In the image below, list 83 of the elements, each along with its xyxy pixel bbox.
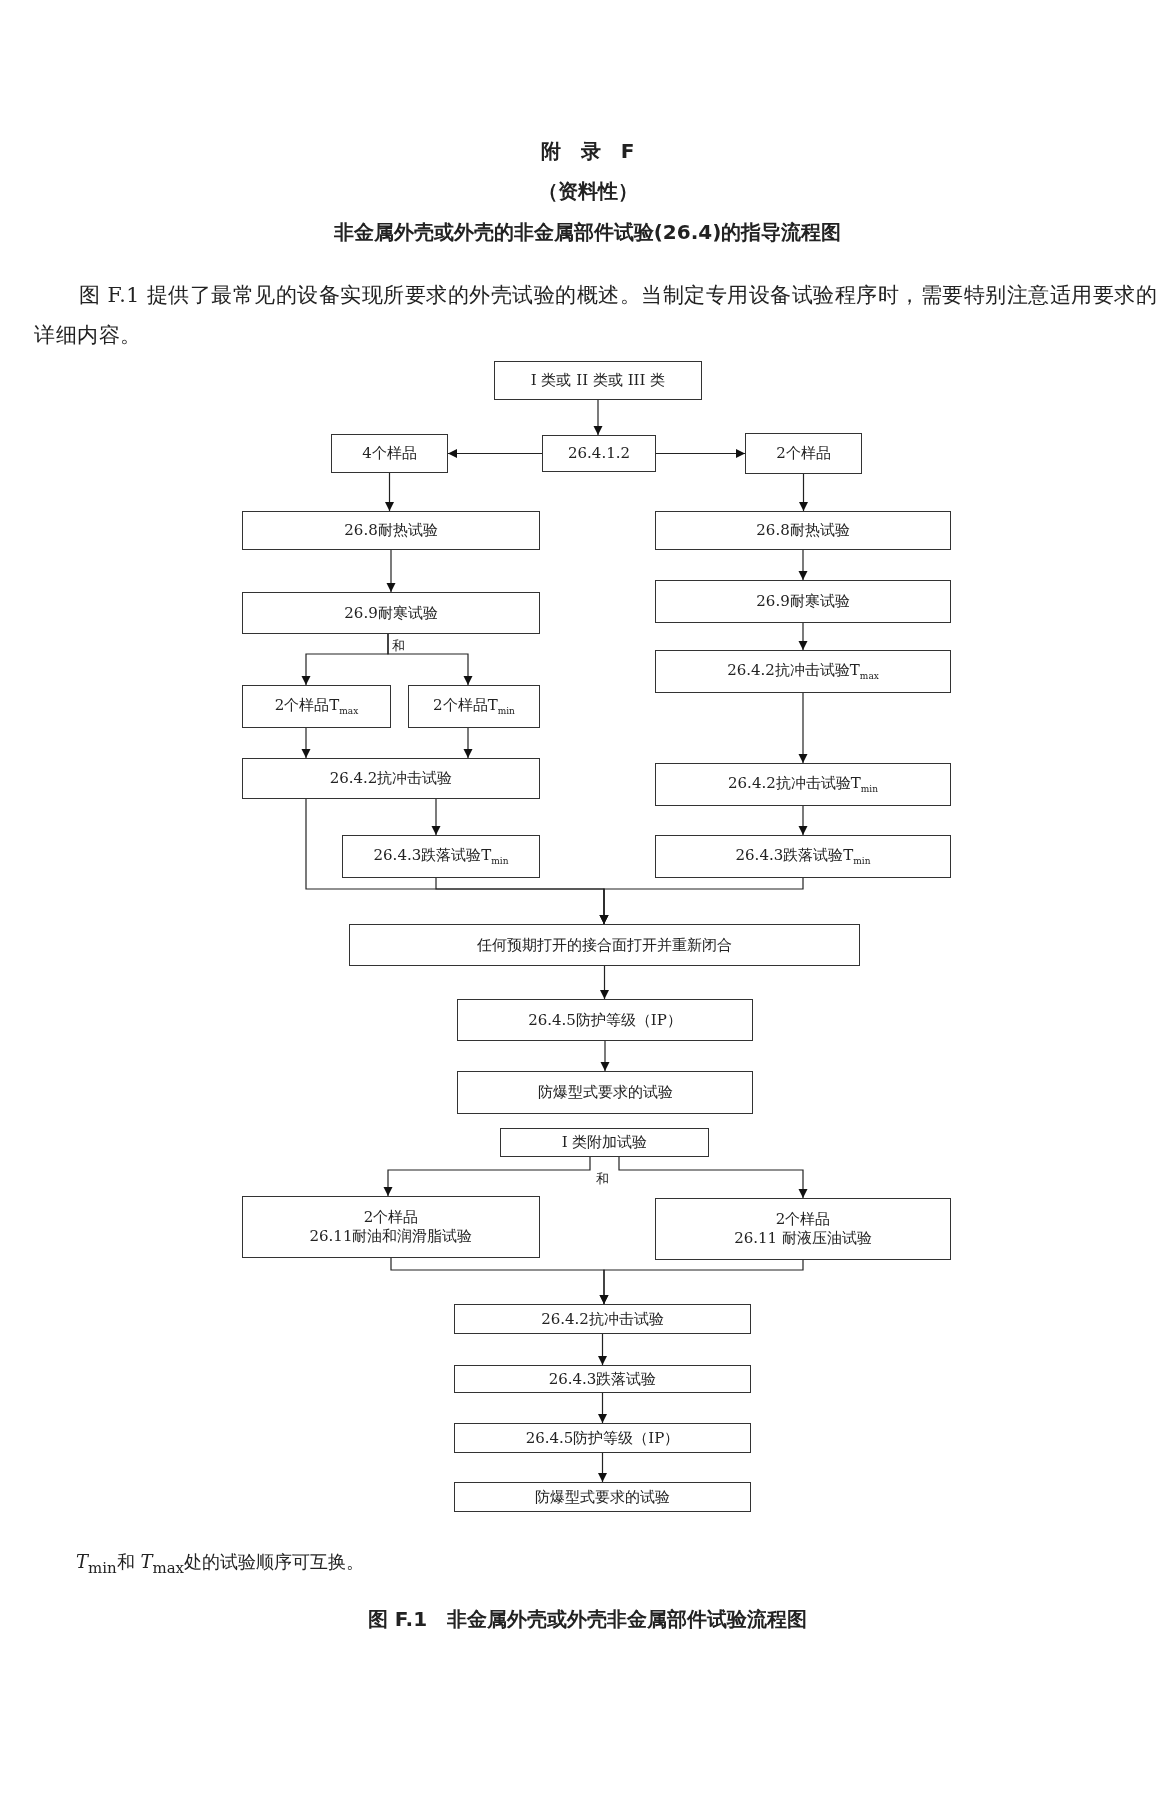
box-label: 26.11 耐液压油试验 [734,1229,872,1248]
arrow [600,965,609,1000]
arrow [798,692,808,764]
arrow [598,1392,607,1424]
appendix-type: （资料性） [536,178,639,205]
box-label: 2个样品 [363,1208,419,1227]
process-box [454,1482,751,1512]
box-label: 26.4.5防护等级（IP） [525,1428,680,1448]
process-box [494,361,702,400]
box-label: 4个样品 [362,444,417,463]
box-label: 26.4.2抗冲击试验 [541,1309,664,1329]
arrow [387,633,473,686]
and-label: 和 [392,637,406,655]
process-box [655,511,951,550]
process-box [454,1423,751,1453]
process-box [542,435,656,472]
box-label: 26.4.1.2 [568,444,630,463]
arrow [447,449,543,458]
box-label: 防爆型式要求的试验 [535,1487,670,1507]
box-label: 2个样品T$_{min}$ [433,695,515,718]
box-label: 26.4.2抗冲击试验 [329,769,453,788]
process-box [242,1196,540,1258]
arrow [618,1156,808,1199]
box-label: I 类附加试验 [561,1133,648,1152]
box-label: I 类或 II 类或 III 类 [530,371,666,390]
box-label: 26.9耐寒试验 [756,592,850,611]
box-label: 2个样品 [775,1210,831,1229]
arrow [301,727,311,759]
box-label: 26.4.5防护等级（IP） [528,1010,682,1030]
arrow [798,805,808,836]
note-text: T$_{min}$和 T$_{max}$处的试验顺序可互换。 [76,1550,366,1577]
process-box [242,685,391,728]
process-box [655,763,951,806]
process-box [655,650,951,693]
arrow [593,399,603,436]
process-box [655,835,951,878]
box-label: 26.4.3跌落试验T$_{min}$ [735,845,871,868]
process-box [242,758,540,799]
arrow [431,798,441,836]
box-label: 任何预期打开的接合面打开并重新闭合 [477,935,732,955]
process-box [655,1198,951,1260]
process-box [242,592,540,634]
arrow [599,1259,804,1305]
appendix-heading: 附 录 F [539,138,636,165]
box-label: 防爆型式要求的试验 [537,1083,673,1102]
box-label: 26.8耐热试验 [756,521,850,540]
process-box [242,511,540,550]
process-box [500,1128,709,1157]
arrow [599,877,804,925]
box-label: 26.11耐油和润滑脂试验 [309,1227,473,1246]
arrow [386,549,396,593]
arrow [383,1156,591,1197]
box-label: 26.8耐热试验 [344,521,438,540]
arrow [598,1333,607,1366]
arrow [600,1040,610,1072]
process-box [331,434,448,473]
arrow [598,1452,607,1483]
process-box [349,924,860,966]
intro-paragraph: 图 F.1 提供了最常见的设备实现所要求的外壳试验的概述。当制定专用设备试验程序时，需要特别注意适用要求的详细内容。 [34,282,1159,349]
arrow [798,549,808,581]
process-box [454,1365,751,1393]
box-label: 26.9耐寒试验 [344,603,438,623]
process-box [454,1304,751,1334]
process-box [457,999,753,1041]
box-label: 26.4.2抗冲击试验T$_{max}$ [727,660,879,683]
process-box [745,433,862,474]
arrow [655,449,746,458]
process-box [408,685,540,728]
box-label: 26.4.3跌落试验 [548,1369,657,1389]
arrow [799,473,808,512]
process-box [342,835,540,878]
diagram-title: 非金属外壳或外壳的非金属部件试验(26.4)的指导流程图 [332,219,843,246]
box-label: 2个样品 [776,444,831,463]
figure-caption: 图 F.1 非金属外壳或外壳非金属部件试验流程图 [366,1606,809,1633]
arrow [385,472,394,512]
box-label: 2个样品T$_{max}$ [274,695,359,718]
box-label: 26.4.3跌落试验T$_{min}$ [373,845,509,868]
arrow [798,622,808,651]
process-box [457,1071,753,1114]
arrow [463,727,473,759]
process-box [655,580,951,623]
box-label: 26.4.2抗冲击试验T$_{min}$ [728,773,878,796]
and-label: 和 [596,1170,610,1188]
